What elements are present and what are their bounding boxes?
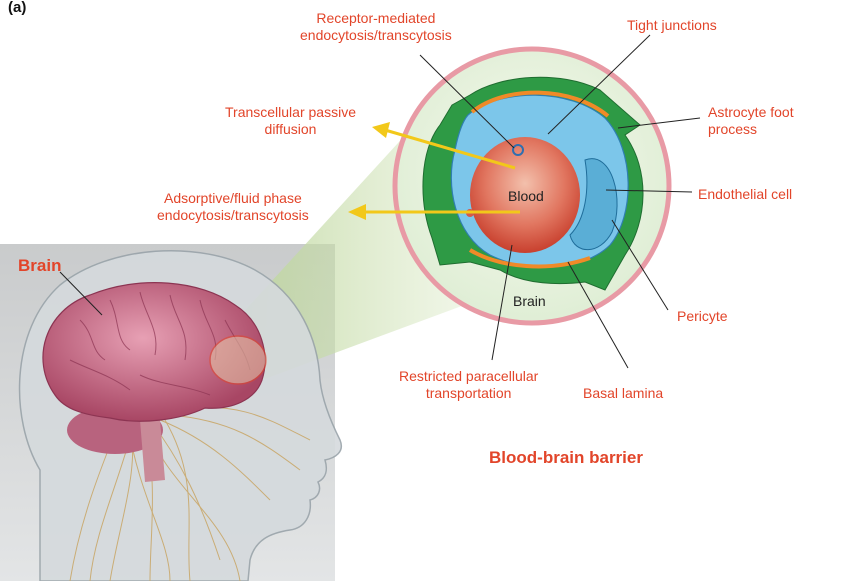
- pericyte-label: Pericyte: [677, 308, 728, 324]
- panel-label: (a): [8, 0, 27, 16]
- brain-label: Brain: [18, 256, 62, 275]
- astrocyte-label: Astrocyte foot process: [708, 104, 794, 137]
- restricted-label: Restricted paracellular transportation: [399, 368, 539, 401]
- basal-leader: [567, 261, 629, 369]
- tight-junctions-label: Tight junctions: [627, 17, 717, 33]
- astrocyte-leader: [617, 117, 701, 129]
- transcellular-label: Transcellular passive diffusion: [225, 104, 356, 137]
- adsorptive-label: Adsorptive/fluid phase endocytosis/trans…: [157, 190, 309, 223]
- brain-leader: [59, 271, 103, 316]
- diagram-title: Blood-brain barrier: [489, 448, 643, 467]
- transcellular-arrow: [372, 122, 516, 170]
- brain-inner-label: Brain: [513, 293, 546, 309]
- restricted-leader: [491, 244, 513, 361]
- endothelial-label: Endothelial cell: [698, 186, 793, 202]
- tight-junctions-leader: [547, 34, 651, 135]
- basal-label: Basal lamina: [583, 385, 664, 401]
- receptor-label: Receptor-mediated endocytosis/transcytos…: [300, 10, 452, 43]
- bbb-cross-section: [392, 46, 672, 326]
- head-illustration: [18, 250, 342, 581]
- pericyte-leader: [611, 219, 669, 311]
- receptor-leader: [419, 54, 515, 149]
- adsorptive-arrow: [348, 204, 520, 220]
- endothelial-leader: [605, 189, 693, 193]
- blood-label: Blood: [508, 188, 544, 204]
